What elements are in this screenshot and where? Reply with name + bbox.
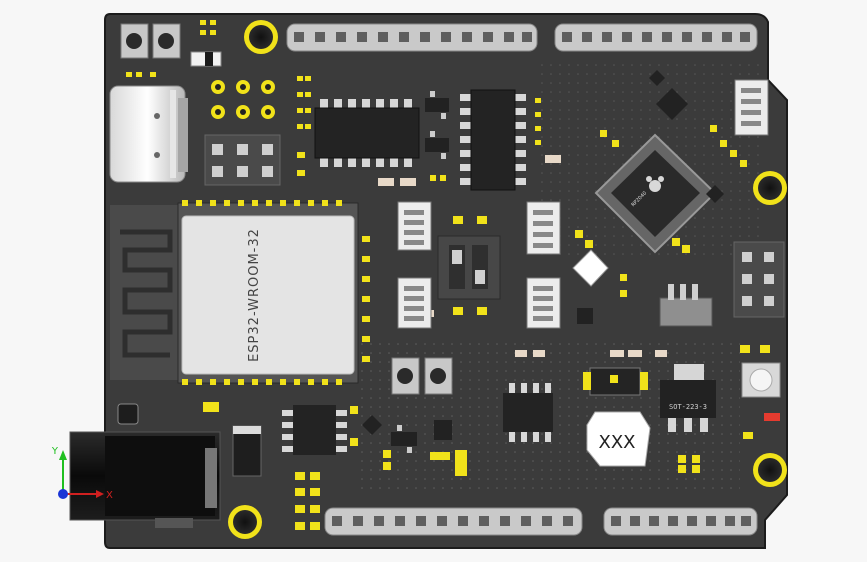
voltage-regulator: [660, 364, 716, 432]
jst-connector: [526, 201, 561, 255]
dip-switch: [437, 216, 501, 315]
right-angle-header: [659, 284, 713, 327]
pin-header-top-right: [554, 23, 758, 52]
mounting-hole: [753, 171, 787, 205]
soic-chip-vertical: [460, 89, 526, 191]
soic8-chip: [282, 405, 347, 455]
esp32-module: [177, 202, 359, 384]
soic-chip: [314, 99, 420, 167]
small-chip: [649, 70, 665, 86]
axis-x-label: X: [106, 490, 113, 501]
smd-capacitor: [232, 425, 262, 477]
mounting-hole: [753, 453, 787, 487]
small-chip: [706, 185, 724, 203]
sot23-transistor: [434, 420, 452, 440]
axis-triad-icon: [58, 450, 104, 499]
pin-header-top-left: [286, 23, 538, 52]
flash-chip: [656, 88, 688, 120]
sot23-transistor: [362, 415, 382, 435]
pin-header-bottom-left: [324, 507, 583, 536]
tactile-button: [152, 23, 181, 59]
sot23-transistor: [391, 425, 417, 453]
inductor: [117, 403, 139, 425]
module-castellation-pads: [182, 200, 370, 385]
barrel-jack-icon: [69, 431, 221, 528]
pad-array: [126, 20, 216, 77]
pin-header-bottom-right: [603, 507, 758, 536]
marker-pad: [586, 411, 651, 467]
right-header: [733, 241, 785, 318]
diode-band: [205, 52, 213, 66]
tactile-button: [120, 23, 149, 59]
soic8-chip: [503, 383, 553, 442]
jst-connector: [397, 201, 432, 251]
jst-connector: [526, 277, 561, 329]
mounting-hole: [244, 20, 278, 54]
crystal: [572, 249, 609, 287]
jst-connector: [397, 277, 432, 329]
sot23-transistor: [425, 131, 449, 159]
tactile-button: [424, 357, 453, 395]
rp2040-chip: [594, 133, 717, 254]
regulator-label: SOT-223-3: [669, 403, 707, 411]
jst-connector: [734, 79, 769, 136]
axis-y-label: Y: [51, 446, 59, 457]
sot23-transistor: [425, 91, 449, 119]
passive-pads: [297, 76, 747, 297]
through-hole-pads: [211, 80, 275, 119]
module-label: ESP32-WROOM-32: [247, 228, 262, 362]
rgb-led: [741, 362, 781, 398]
raspberry-logo-icon: [646, 176, 664, 192]
led: [764, 413, 780, 421]
usb-c-connector-icon: [109, 85, 188, 183]
mounting-hole: [228, 505, 262, 539]
icsp-header: [204, 134, 281, 186]
esp32-antenna: [110, 205, 180, 380]
tactile-button: [391, 357, 420, 395]
marker-label: XXX: [599, 432, 636, 453]
sot23-transistor: [577, 308, 593, 324]
bottom-pads: [203, 345, 770, 530]
